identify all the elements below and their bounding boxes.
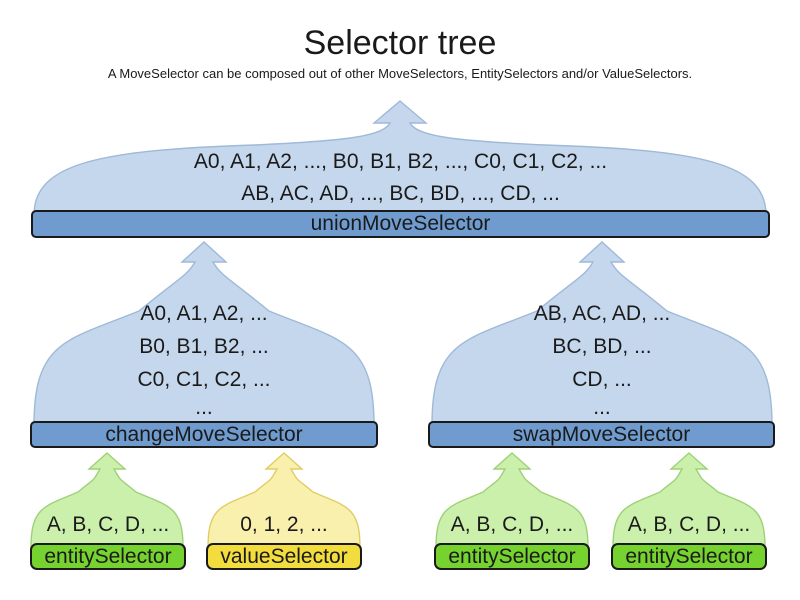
change-content-line: C0, C1, C2, ...: [137, 368, 271, 391]
change-content-line: B0, B1, B2, ...: [139, 335, 269, 358]
union-content-line: AB, AC, AD, ..., BC, BD, ..., CD, ...: [241, 182, 560, 205]
value1-plume-arrow: [207, 452, 361, 548]
union-move-selector-bar: unionMoveSelector: [31, 210, 770, 238]
union-plume-arrow: [33, 100, 767, 216]
entity1-plume-arrow: [30, 452, 184, 548]
page-subtitle: A MoveSelector can be composed out of ot…: [107, 66, 693, 81]
swap-content-line: BC, BD, ...: [552, 335, 652, 358]
change-move-selector-bar: changeMoveSelector: [30, 421, 378, 448]
swap-content-line: AB, AC, AD, ...: [533, 302, 671, 325]
entity1-content-line: A, B, C, D, ...: [46, 513, 170, 536]
entity-selector-bar: entitySelector: [611, 543, 767, 570]
entity3-plume-arrow: [612, 452, 766, 548]
entity2-plume-arrow: [435, 452, 589, 548]
entity2-content-line: A, B, C, D, ...: [450, 513, 574, 536]
entity3-content-line: A, B, C, D, ...: [627, 513, 751, 536]
change-content-line: ...: [195, 396, 213, 419]
swap-content-line: CD, ...: [572, 368, 632, 391]
union-content-line: A0, A1, A2, ..., B0, B1, B2, ..., C0, C1…: [193, 150, 608, 173]
change-content-line: A0, A1, A2, ...: [140, 302, 268, 325]
change-plume-arrow: [33, 241, 375, 426]
entity-selector-bar: entitySelector: [434, 543, 590, 570]
swap-plume-arrow: [431, 241, 773, 426]
swap-move-selector-bar: swapMoveSelector: [428, 421, 775, 448]
page-title: Selector tree: [303, 24, 497, 62]
value-selector-bar: valueSelector: [206, 543, 362, 570]
value1-content-line: 0, 1, 2, ...: [240, 513, 328, 536]
swap-content-line: ...: [593, 396, 611, 419]
entity-selector-bar: entitySelector: [30, 543, 186, 570]
